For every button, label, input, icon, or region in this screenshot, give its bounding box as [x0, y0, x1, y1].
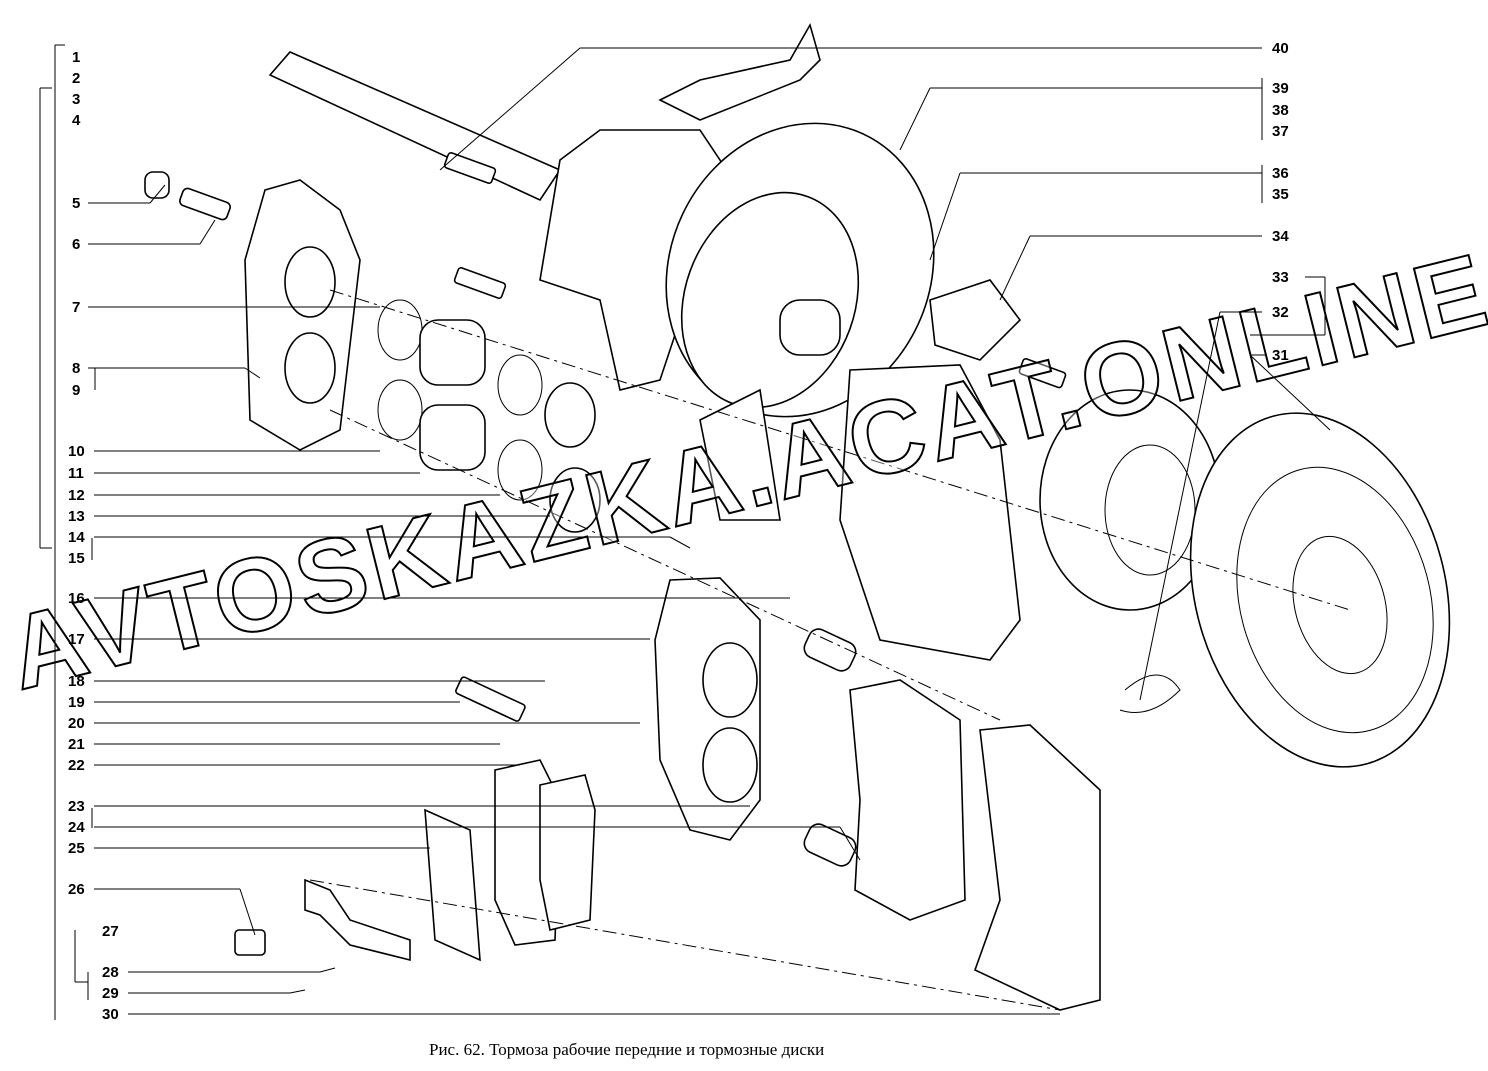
callout-label-8: 8	[72, 360, 80, 377]
callout-label-28: 28	[102, 964, 119, 981]
axis-line	[329, 289, 1351, 611]
callout-label-5: 5	[72, 195, 80, 212]
disc-inner-ring	[1236, 466, 1434, 734]
brake-pad	[539, 774, 596, 931]
leader-line	[149, 184, 166, 204]
callout-label-18: 18	[68, 673, 85, 690]
callout-label-32: 32	[1272, 304, 1289, 321]
bracket	[929, 279, 1022, 361]
caliper-bracket	[849, 679, 966, 921]
parts-drawing	[144, 22, 1451, 1011]
steering-arm	[658, 22, 821, 121]
drive-shaft	[268, 51, 562, 202]
shield-segment	[699, 388, 781, 521]
leader-line	[199, 219, 216, 245]
callout-label-2: 2	[72, 70, 80, 87]
leader-line	[999, 235, 1031, 301]
leader-line	[439, 47, 581, 171]
axis-line	[309, 879, 1061, 1011]
callout-labels: 1234567891011121314151617181920212223242…	[68, 40, 1289, 1023]
callout-label-25: 25	[68, 840, 85, 857]
piston	[419, 319, 486, 386]
callout-label-33: 33	[1272, 269, 1289, 286]
dust-boot	[544, 382, 596, 448]
bolt	[1018, 358, 1067, 389]
callout-label-20: 20	[68, 715, 85, 732]
callout-label-31: 31	[1272, 347, 1289, 364]
bolt	[453, 266, 507, 300]
piston-bore	[284, 246, 336, 318]
callout-label-17: 17	[68, 631, 85, 648]
caliper-assembly	[839, 364, 1021, 661]
callout-label-21: 21	[68, 736, 85, 753]
callout-label-29: 29	[102, 985, 119, 1002]
bolt	[455, 676, 526, 722]
figure-caption: Рис. 62. Тормоза рабочие передние и торм…	[429, 1040, 825, 1059]
leader-line	[669, 536, 691, 549]
callout-label-19: 19	[68, 694, 85, 711]
callout-label-14: 14	[68, 529, 85, 546]
leader-line	[1249, 354, 1331, 431]
callout-label-27: 27	[102, 923, 119, 940]
callout-label-34: 34	[1272, 228, 1289, 245]
piston-bore	[702, 727, 758, 803]
callout-label-3: 3	[72, 91, 80, 108]
bleeder-valve	[179, 187, 231, 221]
callout-label-24: 24	[68, 819, 85, 836]
axis-line	[329, 409, 1001, 721]
bolt	[234, 929, 266, 956]
leader-line	[319, 967, 336, 973]
callout-label-4: 4	[72, 112, 81, 129]
callout-label-11: 11	[68, 465, 84, 482]
spline-end	[779, 299, 841, 356]
callout-label-37: 37	[1272, 123, 1289, 140]
guide-pin	[803, 823, 857, 867]
seal-ring	[377, 299, 423, 361]
brake-disc	[1189, 412, 1451, 768]
callout-label-15: 15	[68, 550, 85, 567]
seal-ring	[497, 354, 543, 416]
leader-line	[929, 172, 961, 261]
disc-bore	[1292, 535, 1388, 675]
callout-label-23: 23	[68, 798, 85, 815]
callout-label-39: 39	[1272, 80, 1289, 97]
leader-line	[244, 367, 261, 379]
callout-label-16: 16	[68, 590, 85, 607]
callout-label-38: 38	[1272, 102, 1289, 119]
callout-label-10: 10	[68, 443, 85, 460]
leader-line	[839, 826, 861, 861]
callout-label-12: 12	[68, 487, 85, 504]
leader-lines	[39, 44, 1331, 1020]
callout-label-9: 9	[72, 382, 80, 399]
bleeder-cap	[144, 171, 170, 199]
leader-line	[289, 989, 306, 994]
leader-line	[239, 888, 256, 936]
callout-label-13: 13	[68, 508, 85, 525]
piston-bore	[702, 642, 758, 718]
dust-boot	[549, 467, 601, 533]
guide-pin	[803, 628, 857, 672]
leader-line	[899, 87, 931, 151]
retaining-clip	[1119, 674, 1181, 713]
seal-ring	[377, 379, 423, 441]
bolt	[443, 151, 497, 185]
callout-label-26: 26	[68, 881, 85, 898]
anchor-plate	[974, 724, 1101, 1011]
callout-label-1: 1	[72, 49, 80, 66]
anti-rattle-spring	[424, 808, 481, 962]
callout-label-22: 22	[68, 757, 85, 774]
piston-bore	[284, 332, 336, 404]
callout-label-40: 40	[1272, 40, 1289, 57]
callout-label-36: 36	[1272, 165, 1289, 182]
callout-label-7: 7	[72, 299, 80, 316]
seal-ring	[497, 439, 543, 501]
retaining-plate	[304, 878, 411, 962]
callout-label-30: 30	[102, 1006, 119, 1023]
callout-label-35: 35	[1272, 186, 1289, 203]
callout-label-6: 6	[72, 236, 80, 253]
leader-line	[1139, 311, 1221, 701]
piston	[419, 404, 486, 471]
